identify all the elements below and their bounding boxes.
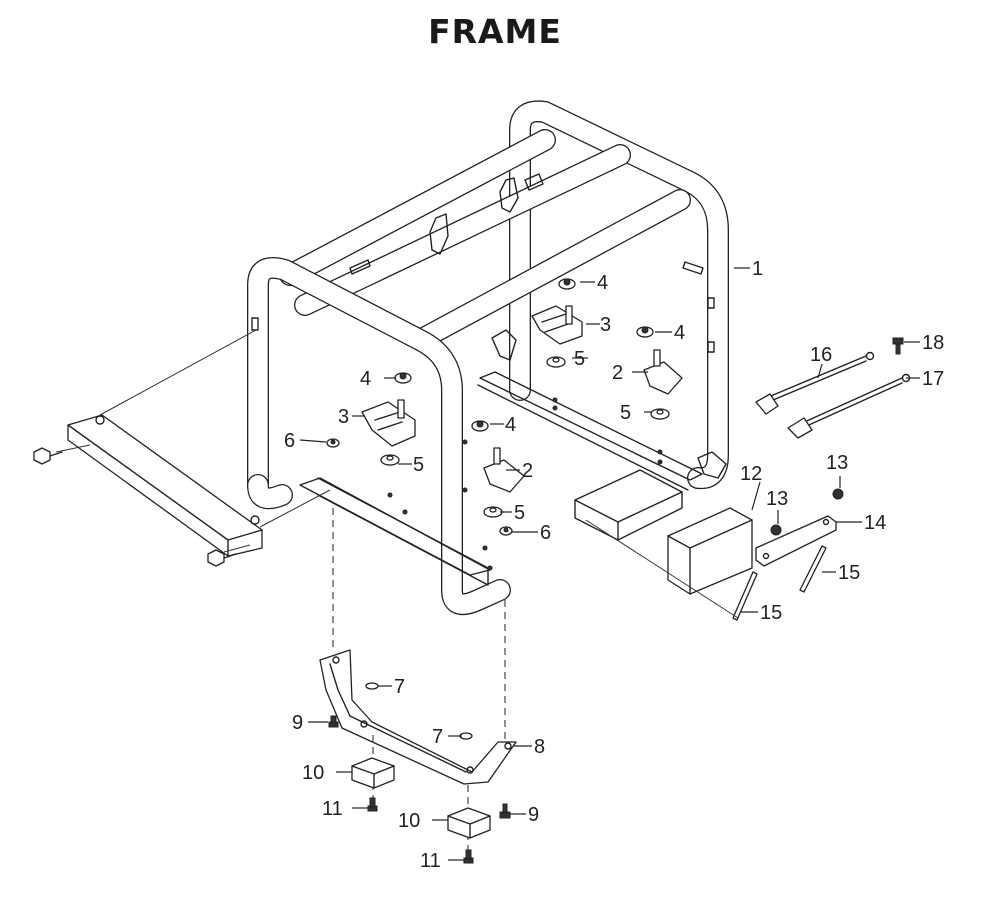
callout-10: 10 [302,762,324,784]
callout-11: 11 [420,850,441,872]
callout-2: 2 [522,460,533,482]
engine-mount-3b [531,305,583,345]
bolt-icon [499,803,511,819]
callout-4: 4 [674,322,685,344]
callout-6: 6 [284,430,295,452]
washer-icon [650,408,670,420]
callout-1: 1 [752,258,763,280]
callout-17: 17 [922,368,944,390]
callout-10: 10 [398,810,420,832]
diagram-title: FRAME [428,12,562,51]
callout-5: 5 [413,454,424,476]
rubber-foot [447,807,491,839]
callout-15: 15 [838,562,860,584]
callout-14: 14 [864,512,886,534]
callout-7: 7 [432,726,443,748]
battery-cable-17 [787,373,911,439]
rubber-foot [351,757,395,789]
bolt-icon [328,715,339,728]
nut-icon [499,526,513,536]
mount-bracket [319,649,517,785]
callout-18: 18 [922,332,944,354]
front-cross-bar [55,329,331,557]
nut-icon [558,278,576,290]
callout-6: 6 [540,522,551,544]
callout-13: 13 [826,452,848,474]
engine-mount-2b [643,349,683,395]
battery-rod [732,571,758,621]
callout-16: 16 [810,344,832,366]
bolt-icon [33,447,63,465]
callout-4: 4 [505,414,516,436]
callout-8: 8 [534,736,545,758]
nut-icon [832,488,844,500]
callout-5: 5 [514,502,525,524]
callout-5: 5 [574,348,585,370]
nut-icon [770,524,782,536]
engine-mount-3a [361,399,416,447]
bolt-icon [892,337,904,355]
washer-icon [483,506,503,518]
callout-7: 7 [394,676,405,698]
battery-box [667,507,753,595]
nut-icon [394,372,412,384]
bolt-icon [207,549,237,567]
callout-12: 12 [740,463,762,485]
callout-4: 4 [597,272,608,294]
callout-11: 11 [322,798,343,820]
engine-mount-2a [483,447,525,493]
nut-icon [326,438,340,448]
bolt-icon [463,849,474,864]
bolt-icon [367,797,378,812]
callout-4: 4 [360,368,371,390]
leader-lines [299,267,920,861]
callout-13: 13 [766,488,788,510]
callout-3: 3 [338,406,349,428]
callout-9: 9 [292,712,303,734]
callout-15: 15 [760,602,782,624]
battery-rod [799,545,827,593]
base-rails [299,371,703,586]
battery-strap [755,515,837,567]
battery-cable-16 [755,351,875,415]
nut-icon [471,420,489,432]
nut-icon [636,326,654,338]
callout-9: 9 [528,804,539,826]
main-frame-tube [247,100,729,616]
washer-icon [380,454,400,466]
callout-2: 2 [612,362,623,384]
nut-icon [365,682,379,690]
callout-5: 5 [620,402,631,424]
callout-3: 3 [600,314,611,336]
washer-icon [546,356,566,368]
callout-labels: 1 2 2 3 3 4 4 4 4 5 5 5 5 6 6 7 7 8 9 9 … [284,258,944,872]
